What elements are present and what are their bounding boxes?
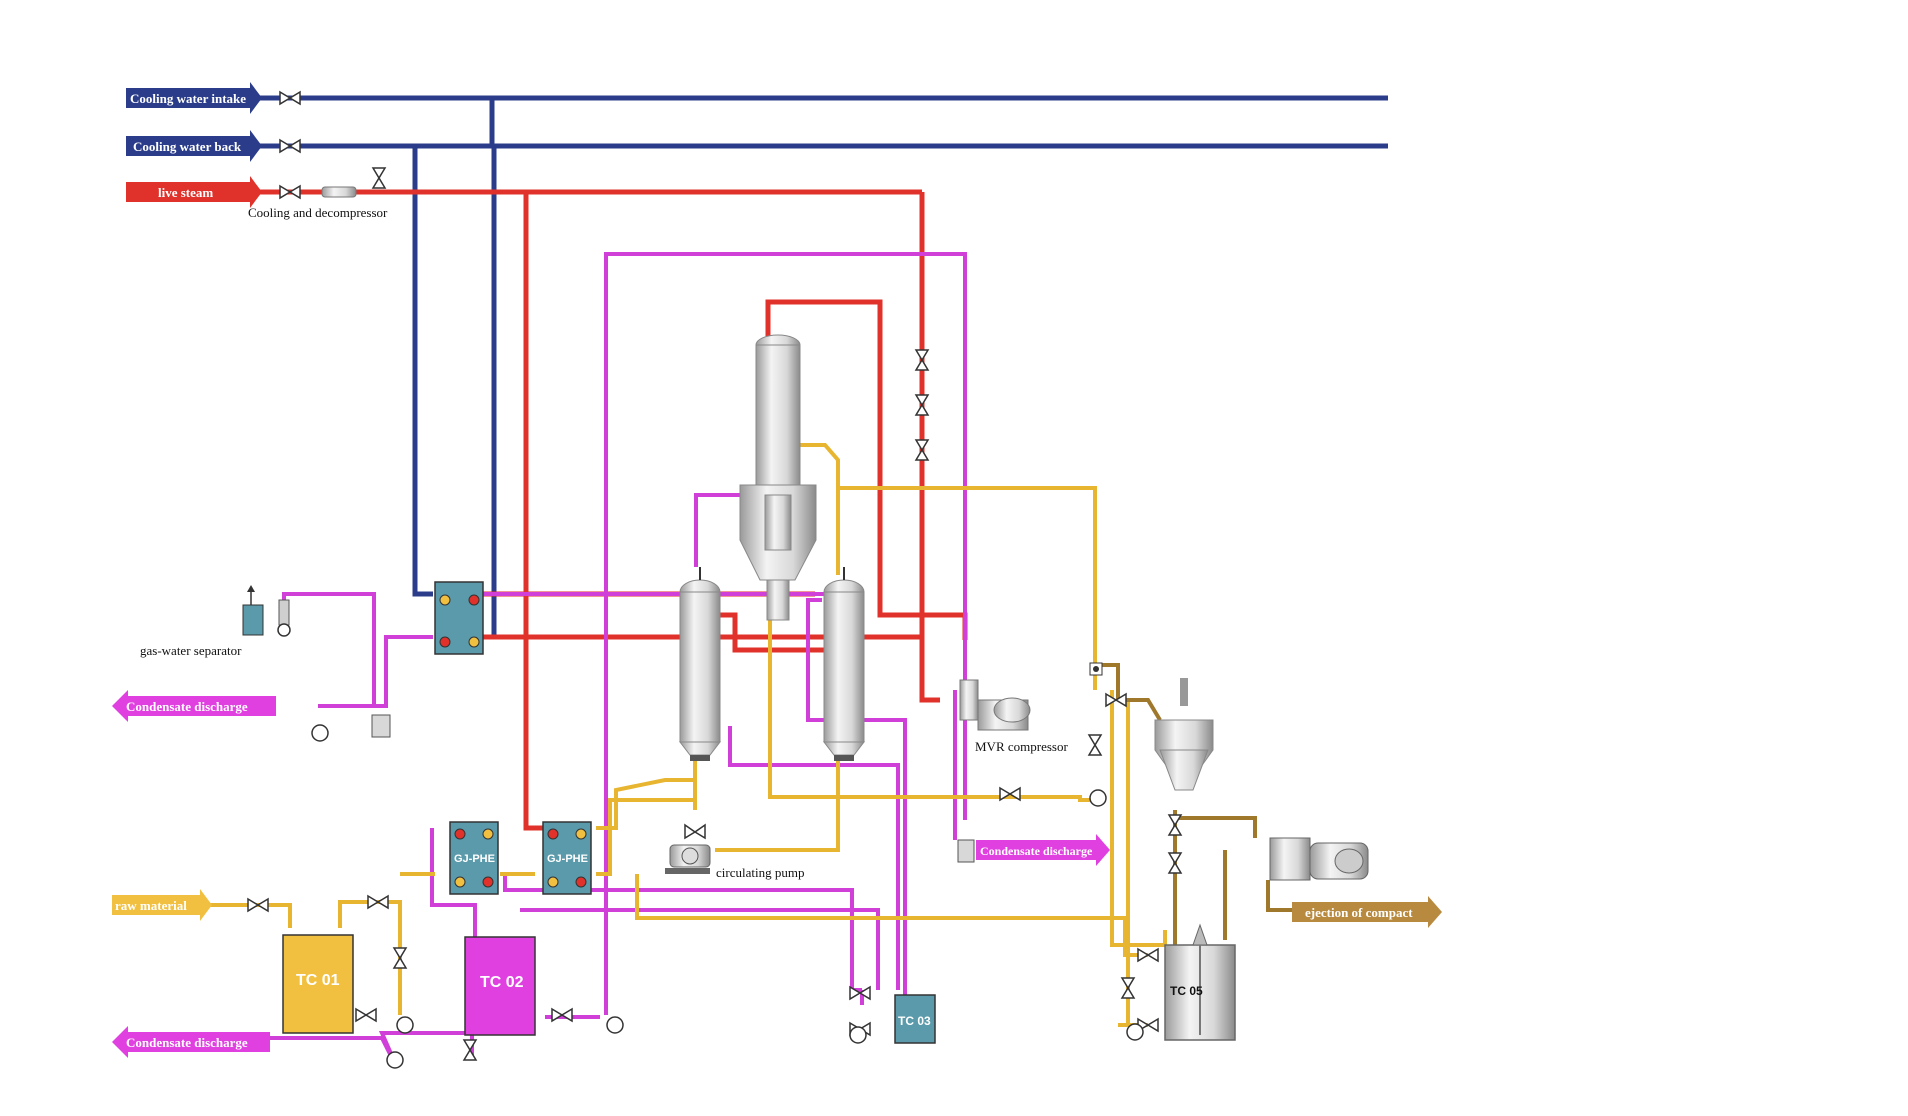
tank-tc02-label: TC 02 <box>480 974 524 991</box>
plate-heat-exchanger-2-label: GJ-PHE <box>547 853 588 865</box>
gas-water-separator-label: gas-water separator <box>140 643 242 658</box>
cooling-water-intake-arrow: Cooling water intake <box>126 82 262 114</box>
evaporator-left <box>678 567 722 761</box>
tank-tc05: TC 05 <box>1164 923 1236 1041</box>
cooling-water-back-label: Cooling water back <box>133 139 242 154</box>
top-plate-heat-exchanger <box>434 581 484 655</box>
tank-tc01-label: TC 01 <box>296 972 340 989</box>
mvr-compressor-label: MVR compressor <box>975 739 1068 754</box>
circulating-pump: circulating pump <box>665 844 804 880</box>
raw-material-arrow: raw material <box>112 889 212 921</box>
condensate-discharge-label-3: Condensate discharge <box>126 1035 248 1050</box>
tank-tc03: TC 03 <box>894 994 936 1044</box>
live-steam-label: live steam <box>158 185 213 200</box>
cooling-decompressor-unit: Cooling and decompressor <box>248 186 388 220</box>
ejection-of-compact-arrow: ejection of compact <box>1292 896 1442 928</box>
tank-tc01: TC 01 <box>282 934 354 1034</box>
cooling-decompressor-label: Cooling and decompressor <box>248 205 388 220</box>
cooling-water-back-arrow: Cooling water back <box>126 130 262 162</box>
circulating-pump-label: circulating pump <box>716 865 804 880</box>
tank-tc05-label: TC 05 <box>1170 984 1203 998</box>
condensate-discharge-arrow-3: Condensate discharge <box>112 1026 270 1058</box>
plate-heat-exchanger-1-label: GJ-PHE <box>454 853 495 865</box>
plate-heat-exchanger-2: GJ-PHE <box>542 821 592 895</box>
condensate-separator-mvr <box>957 839 975 863</box>
cooling-water-intake-label: Cooling water intake <box>130 91 246 106</box>
pumps <box>386 789 1144 1069</box>
ejection-of-compact-label: ejection of compact <box>1305 905 1413 920</box>
evaporator-right <box>822 567 866 761</box>
condensate-pump-1 <box>311 714 391 742</box>
condensate-discharge-arrow-2: Condensate discharge <box>976 834 1110 866</box>
gas-water-separator: gas-water separator <box>140 585 291 658</box>
mvr-compressor: MVR compressor <box>959 679 1068 754</box>
cooling-water-pipes <box>260 95 1388 640</box>
tank-tc03-label: TC 03 <box>898 1014 931 1028</box>
condensate-discharge-label-2: Condensate discharge <box>980 844 1093 858</box>
valves <box>247 90 1183 1061</box>
live-steam-arrow: live steam <box>126 176 262 208</box>
raw-material-label: raw material <box>115 898 187 913</box>
condensate-discharge-arrow-1: Condensate discharge <box>112 690 276 722</box>
crystallizer <box>1154 678 1214 791</box>
compact-pipes <box>1095 663 1292 945</box>
centrifuge <box>1269 837 1369 881</box>
check-valve <box>1089 662 1103 676</box>
separator-column <box>739 334 817 621</box>
plate-heat-exchanger-1: GJ-PHE <box>449 821 499 895</box>
tank-tc02: TC 02 <box>464 936 536 1036</box>
condensate-discharge-label-1: Condensate discharge <box>126 699 248 714</box>
